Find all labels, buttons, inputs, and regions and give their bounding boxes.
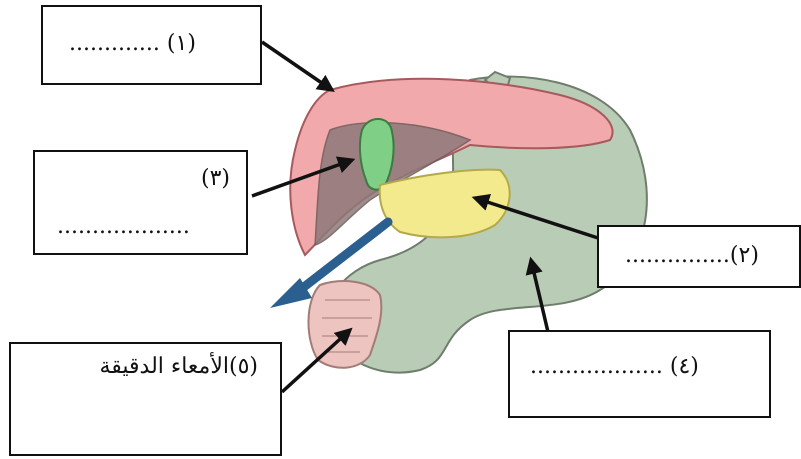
pointer-arrows	[251, 40, 599, 394]
label-box-4: ................... (٤)	[508, 330, 771, 418]
gallbladder	[358, 118, 395, 191]
pointer-1	[261, 40, 335, 92]
blue-arrow-icon	[270, 217, 393, 308]
pointer-3	[251, 156, 356, 198]
pointer-5	[280, 327, 353, 394]
pointer-4	[525, 256, 550, 333]
label-box-2: ...............(٢)	[597, 225, 801, 288]
label-box-1: ............. (١)	[41, 5, 262, 85]
duodenum	[307, 280, 383, 369]
label-4-text: ................... (٤)	[530, 354, 699, 379]
pointer-2	[471, 194, 599, 240]
label-3-number: (٣)	[200, 166, 230, 191]
label-5-text: (٥)الأمعاء الدقيقة	[99, 354, 258, 379]
label-2-text: ...............(٢)	[625, 243, 759, 268]
pancreas	[378, 168, 511, 239]
label-1-text: ............. (١)	[69, 31, 196, 56]
label-3-blank: ...................	[57, 214, 190, 239]
label-box-5: (٥)الأمعاء الدقيقة	[9, 342, 282, 456]
label-box-3: (٣) ...................	[33, 150, 248, 255]
intestine-texture	[322, 299, 372, 353]
